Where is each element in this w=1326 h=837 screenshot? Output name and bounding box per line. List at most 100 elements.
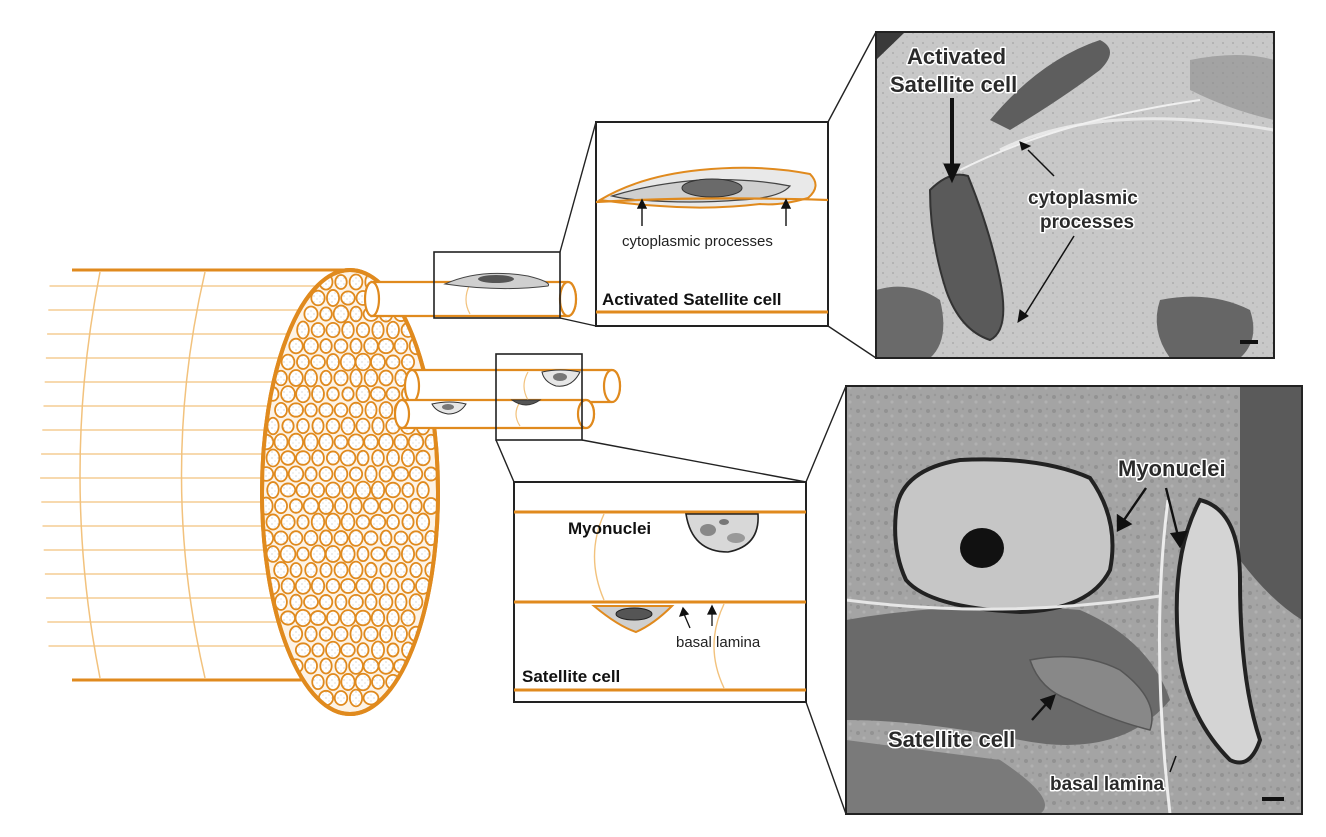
- fiber-cross-section: [371, 449, 385, 467]
- fiber-cross-section: [408, 593, 424, 611]
- fiber-cross-section: [296, 417, 310, 435]
- fiber-cross-section: [334, 657, 348, 675]
- fiber-cross-section: [341, 386, 355, 402]
- fiber-cross-section: [280, 577, 296, 595]
- fiber-cross-section: [415, 512, 431, 532]
- fiber-cross-section: [326, 353, 340, 371]
- fiber-cross-section: [303, 432, 319, 452]
- fiber-cross-section: [386, 320, 400, 340]
- fiber-cross-section: [364, 561, 378, 579]
- fiber-cross-section: [288, 530, 304, 546]
- fiber-cross-section: [266, 481, 280, 499]
- fiber-cross-section: [326, 289, 340, 307]
- fiber-cross-section: [310, 577, 326, 595]
- fiber-cross-section: [356, 545, 370, 563]
- fiber-cross-section: [348, 273, 364, 291]
- fiber-cross-section: [341, 481, 355, 499]
- fiber-cross-section: [319, 562, 333, 578]
- fiber-cross-section: [340, 416, 356, 436]
- fiber-cross-section: [318, 626, 334, 642]
- fiber-cross-section: [340, 578, 356, 594]
- fiber-cross-section: [304, 368, 318, 388]
- fiber-cross-section: [273, 433, 289, 451]
- fiber-cross-section: [294, 642, 312, 658]
- fiber-cross-section: [386, 642, 400, 658]
- fiber-cross-section: [334, 274, 348, 290]
- fiber-cross-section: [407, 433, 425, 451]
- fiber-cross-section: [333, 434, 349, 450]
- fiber-cross-section: [377, 657, 395, 675]
- fiber-cross-section: [415, 449, 431, 467]
- fiber-cross-section: [348, 657, 364, 675]
- inset-bottom-basal-lamina-label: basal lamina: [676, 634, 761, 651]
- fiber-cross-section: [349, 624, 363, 644]
- fiber-cross-section: [369, 513, 387, 531]
- fiber-cross-section: [280, 450, 296, 466]
- em-top-processes-line2: processes: [1040, 212, 1134, 233]
- fiber-cross-section: [416, 481, 430, 499]
- fiber-cross-section: [400, 353, 416, 371]
- fiber-cross-section: [385, 354, 401, 370]
- fiber-cross-section: [377, 337, 395, 355]
- fiber-cross-section: [386, 514, 400, 530]
- fiber-cross-section: [333, 626, 349, 642]
- fiber-cross-section: [333, 561, 349, 579]
- fiber-cross-section: [379, 529, 393, 547]
- fiber-cross-section: [311, 642, 325, 658]
- fiber-cross-section: [355, 384, 371, 404]
- fiber-cross-section: [332, 304, 350, 324]
- bundle-lines: [40, 285, 318, 647]
- fiber-cross-section: [325, 321, 341, 339]
- fiber-cross-section: [349, 305, 363, 323]
- fiber-cross-section: [378, 497, 394, 515]
- fiber-cross-section: [325, 640, 341, 660]
- fiber-cross-section: [363, 626, 379, 642]
- micrograph-satellite-cell: Myonuclei Satellite cell basal lamina: [845, 385, 1303, 815]
- fiber-cross-section: [325, 673, 341, 691]
- fiber-cross-section: [318, 497, 334, 515]
- fiber-cross-section: [265, 513, 281, 531]
- fiber-cross-section: [393, 337, 409, 355]
- fiber-cross-section: [334, 593, 348, 611]
- fiber-cross-section: [385, 545, 401, 563]
- zoom-box-bottom: [495, 353, 583, 441]
- em-top-processes-line1: cytoplasmic: [1028, 188, 1138, 209]
- fiber-cross-section: [273, 561, 289, 579]
- fiber-cross-section: [355, 417, 371, 435]
- fiber-cross-section: [289, 562, 303, 578]
- fiber-cross-section: [325, 481, 341, 499]
- fiber-cross-section: [354, 672, 372, 692]
- fiber-cross-section: [347, 433, 365, 451]
- fiber-cross-section: [355, 514, 371, 530]
- fiber-cross-section: [303, 305, 319, 323]
- fiber-cross-section: [348, 688, 364, 708]
- fiber-cross-section: [354, 352, 372, 372]
- fiber-cross-section: [318, 466, 334, 482]
- fiber-cross-section: [355, 321, 371, 339]
- fiber-cross-section: [294, 609, 312, 627]
- em-top-label-line2: Satellite cell: [890, 72, 1017, 97]
- inset-satellite-cell: Myonuclei basal lamina Satellite cell: [513, 481, 807, 703]
- fiber-cross-section: [280, 513, 296, 531]
- fiber-cross-section: [287, 465, 305, 483]
- fiber-cross-section: [333, 402, 349, 418]
- fiber-cross-section: [280, 353, 296, 371]
- inset-bottom-myonuclei-label: Myonuclei: [568, 519, 651, 538]
- fiber-cross-section: [295, 450, 311, 466]
- fiber-cross-section: [349, 497, 363, 515]
- fiber-cross-section: [364, 465, 378, 483]
- fiber-cross-section: [333, 690, 349, 706]
- fiber-cross-section: [340, 673, 356, 691]
- fiber-cross-section: [340, 512, 356, 532]
- fiber-cross-section: [394, 561, 408, 579]
- fiber-cross-section: [409, 561, 423, 579]
- fiber-cross-section: [378, 369, 394, 387]
- fiber-cross-section: [371, 416, 385, 436]
- fiber-cross-section: [333, 530, 349, 546]
- fiber-cross-section: [311, 449, 325, 467]
- fiber-cross-section: [371, 320, 385, 340]
- em-bottom-satellite-label: Satellite cell: [888, 727, 1015, 752]
- fiber-cross-section: [273, 530, 289, 546]
